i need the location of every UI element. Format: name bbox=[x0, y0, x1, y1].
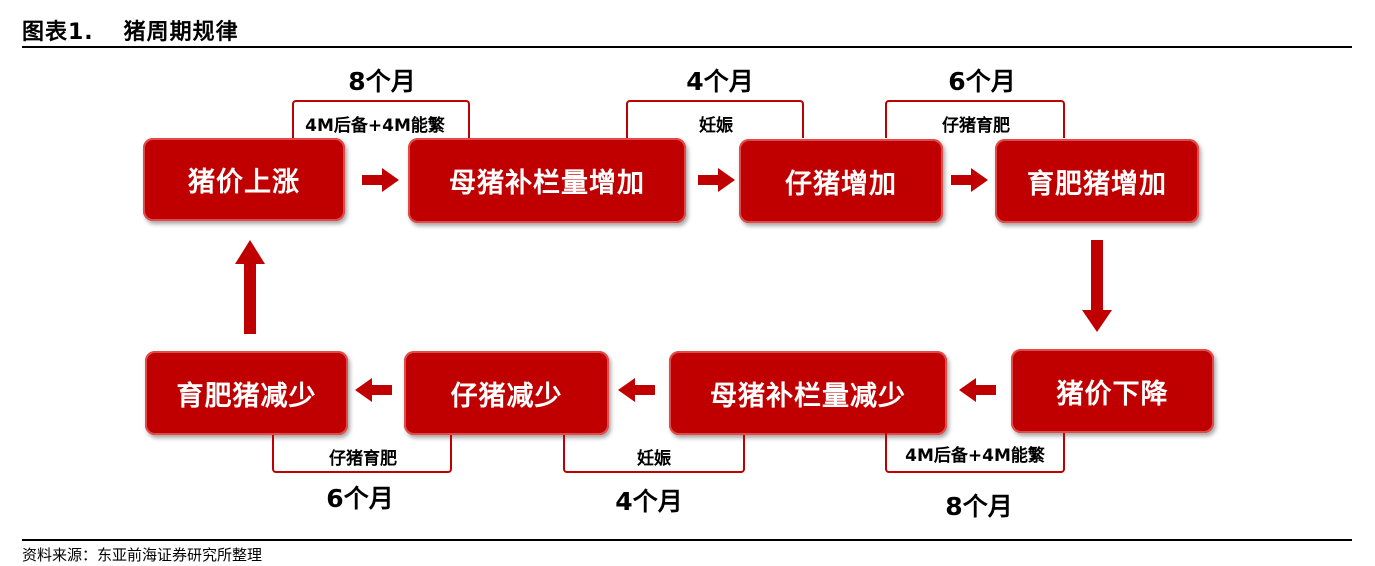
stage-label-top-2: 妊娠 bbox=[699, 116, 733, 136]
stage-label-top-1: 4M后备+4M能繁 bbox=[305, 116, 445, 136]
box-price-fall: 猪价下降 bbox=[1011, 349, 1214, 433]
duration-label-bottom-2: 4个月 bbox=[615, 487, 683, 516]
stage-label-top-3: 仔猪育肥 bbox=[942, 116, 1010, 136]
figure-title: 图表1. 猪周期规律 bbox=[22, 14, 239, 46]
box-piglet-increase: 仔猪增加 bbox=[739, 139, 943, 223]
figure-title-text: 猪周期规律 bbox=[123, 20, 239, 45]
arrow-right-2 bbox=[698, 168, 735, 192]
box-piglet-decrease: 仔猪减少 bbox=[404, 351, 609, 435]
box-sow-restock-decrease: 母猪补栏量减少 bbox=[669, 351, 947, 435]
arrow-up bbox=[235, 240, 265, 334]
arrow-left-2 bbox=[618, 378, 655, 402]
duration-label-bottom-3: 8个月 bbox=[945, 492, 1013, 521]
duration-label-top-1: 8个月 bbox=[348, 67, 416, 96]
duration-label-bottom-1: 6个月 bbox=[326, 484, 394, 513]
duration-label-top-2: 4个月 bbox=[686, 67, 754, 96]
figure-label: 图表1. bbox=[22, 20, 94, 45]
stage-label-bottom-3: 4M后备+4M能繁 bbox=[905, 446, 1045, 466]
box-fattening-pig-decrease: 育肥猪减少 bbox=[145, 351, 348, 435]
arrow-left-3 bbox=[355, 378, 392, 402]
arrow-down bbox=[1082, 240, 1112, 332]
bracket-bottom-3 bbox=[885, 433, 1065, 473]
source-note: 资料来源：东亚前海证券研究所整理 bbox=[22, 546, 263, 564]
bracket-top-3 bbox=[885, 100, 1065, 138]
arrow-right-3 bbox=[951, 168, 988, 192]
arrow-right-1 bbox=[362, 168, 399, 192]
bracket-bottom-2 bbox=[563, 435, 745, 473]
title-divider bbox=[22, 46, 1352, 48]
duration-label-top-3: 6个月 bbox=[948, 67, 1016, 96]
bracket-top-2 bbox=[626, 100, 804, 138]
box-price-rise: 猪价上涨 bbox=[143, 138, 345, 221]
stage-label-bottom-2: 妊娠 bbox=[637, 449, 671, 469]
box-fattening-pig-increase: 育肥猪增加 bbox=[995, 139, 1199, 223]
footer-divider bbox=[22, 539, 1352, 541]
stage-label-bottom-1: 仔猪育肥 bbox=[329, 449, 397, 469]
bracket-top-1 bbox=[292, 100, 470, 138]
box-sow-restock-increase: 母猪补栏量增加 bbox=[408, 138, 686, 223]
bracket-bottom-1 bbox=[272, 435, 452, 473]
arrow-left-1 bbox=[959, 378, 996, 402]
